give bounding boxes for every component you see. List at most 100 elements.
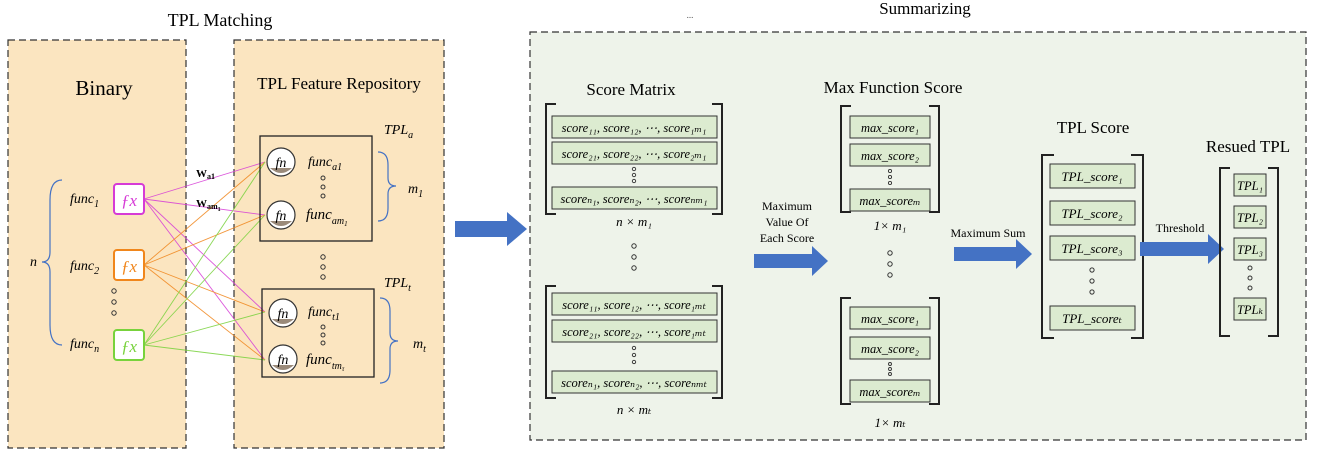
svg-text:fn: fn (276, 209, 287, 224)
tpl-score-cell: TPL_score₂ (1061, 206, 1123, 221)
svg-text:Each Score: Each Score (760, 231, 814, 245)
tpl-t-box (261, 288, 375, 378)
repository-panel (233, 39, 445, 449)
threshold-arrow (1140, 234, 1224, 264)
score-matrix-bottom-dots (631, 345, 637, 365)
score-matrix-bottom-dim: n × mₜ (617, 402, 652, 417)
max-score-cell: max_score₂ (861, 342, 920, 356)
binary-title: Binary (75, 76, 133, 100)
svg-text:ƒx: ƒx (121, 337, 138, 356)
tpl-a-label: TPLa (384, 123, 413, 141)
score-matrix-top-dots (631, 166, 637, 184)
fx-icon-1: ƒx (113, 183, 145, 215)
func-t1-label: funct1 (308, 305, 340, 323)
maximum-sum-label: Maximum Sum (950, 226, 1026, 240)
max-score-cell: max_score₂ (861, 149, 920, 163)
reused-tpl-cell: TPL₂ (1237, 211, 1264, 225)
transfer-arrow (455, 212, 527, 246)
reused-left-bracket (1219, 167, 1230, 337)
matching-edges (143, 161, 266, 361)
max-function-bottom-right-bracket (929, 297, 940, 405)
ellipsis-note: ... (687, 10, 694, 20)
reused-tpl-cell: TPL₃ (1237, 243, 1263, 257)
score-row: scoreₙ₁, scoreₙ₂, ⋯, scoreₙₘₜ (561, 376, 707, 390)
svg-text:fn: fn (276, 156, 287, 171)
score-matrix-bottom-rows: score₁₁, score₁₂, ⋯, score₁ₘₜ score₂₁, s… (551, 292, 718, 394)
tpl-a-dots (320, 175, 326, 199)
max-score-cell: max_score₁ (861, 312, 919, 326)
svg-text:Value Of: Value Of (766, 215, 809, 229)
score-row: score₂₁, score₂₂, ⋯, score₂ₘ₁ (562, 147, 707, 161)
tpl-a-brace (377, 151, 397, 222)
tpl-t-label: TPLt (384, 276, 411, 294)
max-function-title: Max Function Score (824, 78, 963, 97)
threshold-label: Threshold (1156, 221, 1205, 235)
tpl-score-left-bracket (1041, 154, 1054, 339)
max-function-top-left-bracket (840, 105, 851, 213)
tpl-score-rows: TPL_score₁ TPL_score₂ TPL_score₃ TPL_sco… (1049, 163, 1136, 331)
max-value-arrow-label: Maximum Value Of Each Score (760, 199, 814, 245)
tpl-matching-title: TPL Matching (168, 10, 273, 30)
fn-icon-am1: fn (266, 200, 296, 230)
edge-weight-a1: Wa1 (196, 168, 215, 181)
reused-tpl-rows: TPL₁ TPL₂ TPL₃ TPLₖ (1233, 173, 1267, 321)
score-matrix-title: Score Matrix (586, 80, 676, 99)
max-function-middle-dots (887, 250, 893, 278)
reused-tpl-title: Resued TPL (1206, 137, 1290, 156)
max-function-bottom-dots (888, 362, 892, 376)
score-matrix-top-right-bracket (712, 103, 723, 215)
max-value-arrow (754, 246, 828, 276)
max-function-top-right-bracket (929, 105, 940, 213)
reused-tpl-cell: TPL₁ (1237, 179, 1263, 193)
fx-icon-2: ƒx (113, 249, 145, 281)
tpl-t-dots (320, 324, 326, 346)
tpl-score-cell: TPL_score₃ (1061, 241, 1122, 256)
reused-dots (1247, 265, 1253, 291)
tpl-t-brace (379, 297, 399, 384)
func-2-label: func2 (70, 259, 99, 277)
n-brace (41, 179, 63, 346)
fn-icon-tmt: fn (268, 344, 298, 374)
max-function-bottom-rows: max_score₁ max_score₂ max_scoreₘ (849, 306, 931, 403)
tpl-t-m-label: mt (413, 337, 426, 355)
score-matrix-top-dim: n × m₁ (616, 214, 652, 229)
reused-tpl-cell: TPLₖ (1237, 303, 1264, 317)
score-row: score₁₁, score₁₂, ⋯, score₁ₘ₁ (562, 121, 707, 135)
tpl-score-cell: TPL_score₁ (1061, 169, 1122, 184)
max-score-cell: max_score₁ (861, 121, 919, 135)
score-row: scoreₙ₁, scoreₙ₂, ⋯, scoreₙₘ₁ (561, 192, 708, 206)
max-function-bottom-dim: 1× mₜ (874, 415, 906, 430)
fn-icon-t1: fn (268, 298, 298, 328)
svg-text:fn: fn (278, 307, 289, 322)
score-matrix-middle-dots (631, 243, 637, 271)
func-1-label: func1 (70, 192, 99, 210)
score-matrix-bottom-left-bracket (545, 285, 556, 399)
reused-right-bracket (1268, 167, 1279, 337)
func-tmt-label: functmτ (306, 352, 345, 373)
tpl-score-cell: TPL_scoreₜ (1062, 311, 1123, 326)
binary-vertical-dots (111, 288, 117, 316)
summarizing-title: Summarizing (879, 0, 971, 18)
n-label: n (30, 255, 37, 270)
score-matrix-bottom-right-bracket (712, 285, 723, 399)
repository-middle-dots (320, 254, 326, 280)
tpl-a-box (259, 135, 373, 242)
max-function-top-rows: max_score₁ max_score₂ max_scoreₘ (849, 115, 931, 212)
score-matrix-top-left-bracket (545, 103, 556, 215)
fx-icon-n: ƒx (113, 329, 145, 361)
svg-text:fn: fn (278, 353, 289, 368)
svg-text:ƒx: ƒx (121, 257, 138, 276)
score-row: score₂₁, score₂₂, ⋯, score₁ₘₜ (562, 325, 706, 339)
edge-weight-am1: Wam1 (196, 198, 221, 213)
max-function-top-dots (887, 168, 893, 186)
tpl-score-title: TPL Score (1057, 118, 1130, 137)
func-am1-label: funcam1 (306, 207, 348, 228)
max-function-bottom-left-bracket (840, 297, 851, 405)
maximum-sum-arrow (954, 239, 1032, 269)
repository-title: TPL Feature Repository (257, 74, 421, 93)
binary-panel (7, 39, 187, 449)
tpl-a-m-label: m1 (408, 182, 423, 200)
max-score-cell: max_scoreₘ (859, 385, 920, 399)
